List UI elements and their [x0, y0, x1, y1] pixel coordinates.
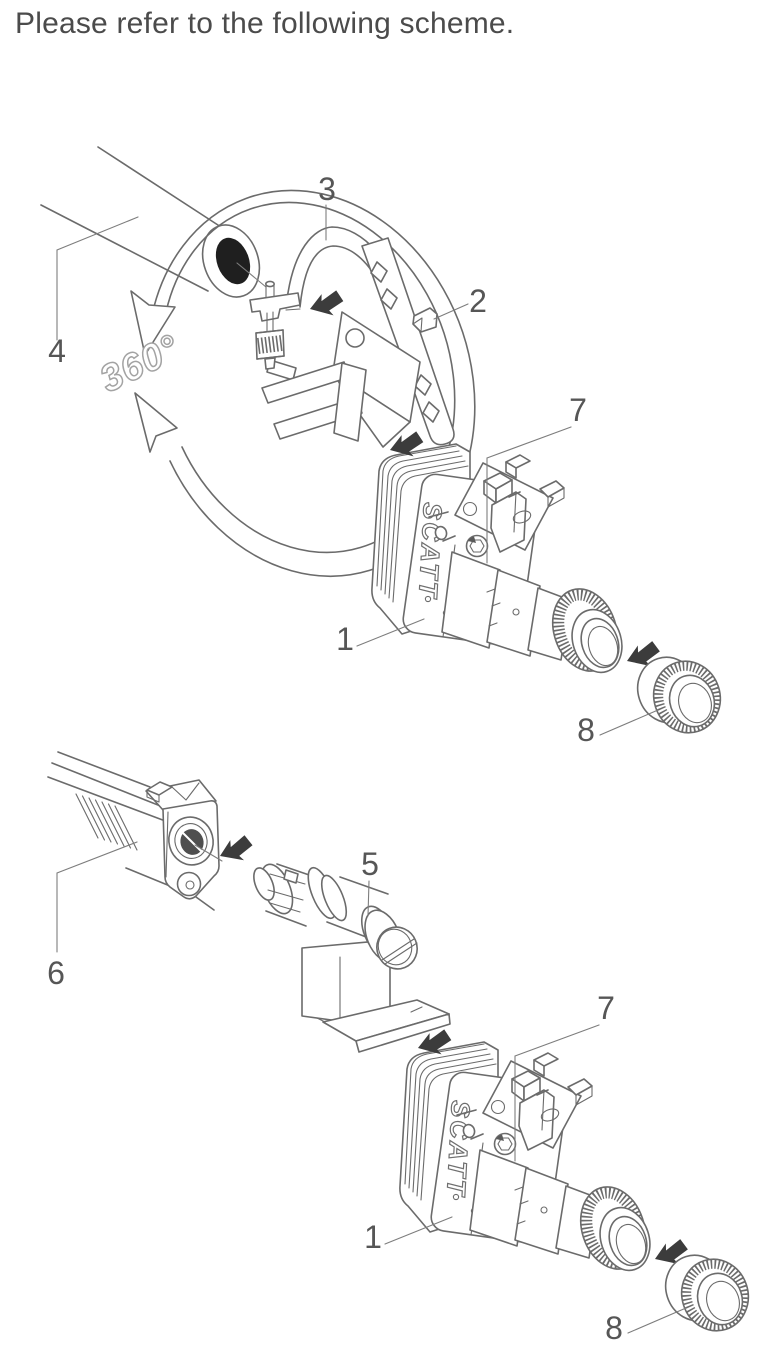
leader-line [384, 1216, 453, 1245]
callout-sensor: 1 [364, 1219, 382, 1255]
leader-line [356, 618, 425, 647]
callout-strap: 2 [469, 283, 487, 319]
barrel-bore [215, 237, 251, 285]
leader-line [599, 709, 659, 736]
strap-clip [412, 307, 438, 333]
rotation-arrowhead-icon [130, 290, 176, 356]
knurled-knob [257, 335, 283, 354]
leader-line [56, 216, 139, 341]
leader-line [56, 841, 138, 953]
adapter-screw [376, 926, 418, 970]
clamp-strap [361, 237, 455, 446]
leader-line [433, 303, 469, 320]
callout-lens-cap: 8 [577, 712, 595, 748]
pistol-mounting-diagram: 6 5 1 7 8 [47, 751, 757, 1346]
callout-clamp: 3 [318, 171, 336, 207]
leader-line [486, 426, 572, 564]
rotation-label: 360° [94, 327, 187, 401]
callout-pistol: 6 [47, 955, 65, 991]
thumbscrew [249, 280, 301, 370]
callout-sensor: 1 [336, 621, 354, 657]
rotation-arrowhead-icon [134, 392, 178, 453]
leader-line [514, 1024, 600, 1162]
page-title: Please refer to the following scheme. [15, 7, 515, 40]
scatt-sensor-assembly: 1 7 8 [336, 392, 729, 748]
pistol-muzzle [47, 751, 223, 911]
callout-mount: 7 [569, 392, 587, 428]
leader-line [627, 1307, 687, 1334]
leader-line [367, 880, 370, 917]
mount-fork [261, 359, 367, 442]
callout-mount: 7 [597, 990, 615, 1026]
rifle-barrel [40, 146, 261, 298]
callout-adapter: 5 [361, 846, 379, 882]
callout-barrel: 4 [48, 333, 66, 369]
callout-lens-cap: 8 [605, 1310, 623, 1346]
assembly-arrow-icon [215, 832, 257, 869]
slide-serrations [75, 793, 138, 851]
muzzle-adapter [253, 863, 451, 1053]
front-sight [146, 781, 173, 796]
